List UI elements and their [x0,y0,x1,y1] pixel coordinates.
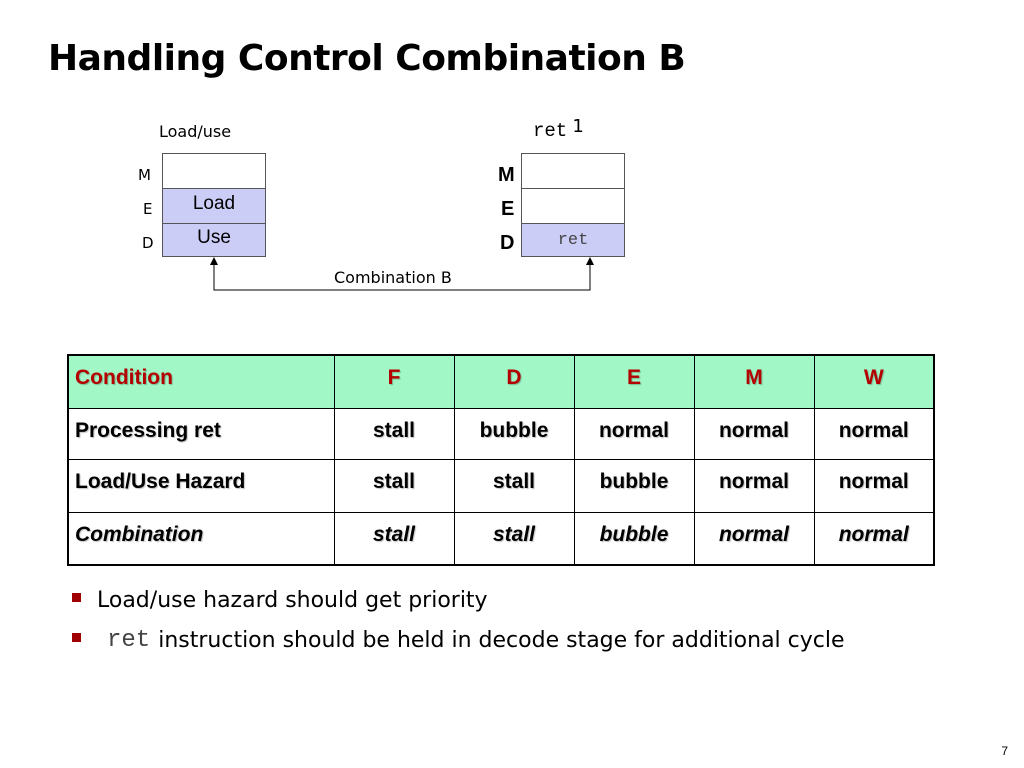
header-cell: E [573,354,695,409]
table-cell: stall [333,511,455,566]
table-cell: stall [453,459,575,513]
table-cell: normal [573,407,695,461]
bullet-code: ret [107,626,151,654]
left-stage-e: E [143,200,153,218]
header-cell: W [813,354,935,409]
bullet-item: Load/use hazard should get priority [72,580,845,620]
header-cell: Condition [67,354,335,409]
bullet-square-icon [72,592,81,602]
left-stage-m: M [138,166,151,184]
left-cell-load: Load [162,188,266,224]
table-row: Combination stall stall bubble normal no… [67,511,935,566]
page-number: 7 [1001,744,1008,758]
right-label-suffix: 1 [572,116,584,137]
table-row: Processing ret stall bubble normal norma… [67,407,935,461]
bullet-text: Load/use hazard should get priority [97,587,488,613]
control-table: Condition F D E M W Processing ret stall… [67,354,935,566]
table-row: Load/Use Hazard stall stall bubble norma… [67,459,935,513]
table-cell: bubble [573,459,695,513]
left-diagram-label: Load/use [159,122,232,141]
table-cell: normal [693,511,815,566]
left-cell-use: Use [162,223,266,257]
bullet-square-icon [72,632,81,642]
right-stage-d: D [500,232,515,254]
table-cell: stall [333,407,455,461]
bullet-item: ret instruction should be held in decode… [72,620,845,660]
header-cell: M [693,354,815,409]
table-cell: normal [813,459,935,513]
table-cell: normal [693,459,815,513]
right-cell-ret: ret [521,223,625,257]
right-stage-m: M [498,164,515,186]
table-cell: Processing ret [67,407,335,461]
header-cell: F [333,354,455,409]
table-cell: Load/Use Hazard [67,459,335,513]
table-cell: normal [813,407,935,461]
table-cell: bubble [453,407,575,461]
left-stage-d: D [142,234,154,252]
table-cell: normal [693,407,815,461]
right-label-code: ret [533,120,568,142]
right-stage-e: E [501,198,515,220]
header-cell: D [453,354,575,409]
table-cell: normal [813,511,935,566]
slide-title: Handling Control Combination B [48,38,686,79]
table-cell: bubble [573,511,695,566]
table-cell: Combination [67,511,335,566]
right-diagram-label: ret 1 [533,116,584,142]
table-cell: stall [333,459,455,513]
bullet-text: instruction should be held in decode sta… [158,627,845,653]
bullet-list: Load/use hazard should get priority ret … [72,580,845,660]
table-header-row: Condition F D E M W [67,354,935,409]
connector-label: Combination B [334,268,452,287]
table-cell: stall [453,511,575,566]
